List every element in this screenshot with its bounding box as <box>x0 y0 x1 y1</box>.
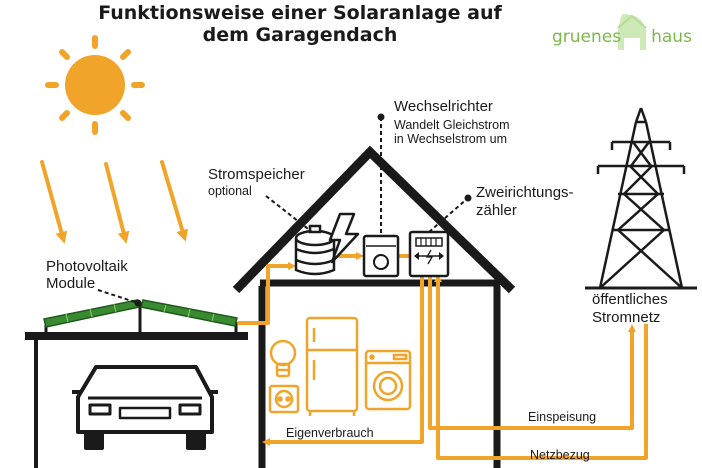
lightning-icon <box>328 212 360 264</box>
label-photovoltaik-line1: Photovoltaik <box>46 258 128 275</box>
logo-right: haus <box>651 27 692 47</box>
washer-icon <box>364 349 412 411</box>
label-wandelt-1: Wandelt Gleichstrom <box>394 118 510 132</box>
label-optional: optional <box>208 184 252 198</box>
label-einspeisung: Einspeisung <box>528 410 597 424</box>
house <box>232 145 516 468</box>
sun-icon <box>45 35 145 135</box>
label-netzbezug: Netzbezug <box>530 448 590 462</box>
fridge-icon <box>305 316 359 416</box>
label-wandelt-2: in Wechselstrom um <box>394 132 507 146</box>
car-icon <box>72 365 218 450</box>
label-stromspeicher: Stromspeicher <box>208 166 305 183</box>
logo-left: gruenes <box>552 27 622 47</box>
label-module: Module <box>46 275 96 292</box>
title-line-1: Funktionsweise einer Solaranlage auf <box>98 2 502 24</box>
label-zweirichtungs: Zweirichtungs- <box>476 184 574 201</box>
solar-panels <box>43 299 238 328</box>
zaehler-leader <box>428 197 469 233</box>
meter-icon <box>408 230 450 278</box>
page-title: Funktionsweise einer Solaranlage auf dem… <box>90 2 510 46</box>
label-stromnetz: Stromnetz <box>592 309 661 326</box>
logo: gruenes haus <box>552 27 692 47</box>
title-line-2: dem Garagendach <box>202 24 398 46</box>
label-eigenverbrauch: Eigenverbrauch <box>286 426 374 440</box>
socket-icon <box>268 384 300 414</box>
pv-leader <box>97 289 139 304</box>
battery-icon <box>294 224 336 276</box>
label-oeffentliches: öffentliches <box>592 291 668 308</box>
inverter-icon <box>362 234 400 278</box>
label-zaehler: zähler <box>476 202 517 219</box>
label-wechselrichter: Wechselrichter <box>394 98 493 115</box>
sun-ray-arrows <box>40 160 189 244</box>
stromspeicher-leader <box>265 195 313 233</box>
energy-flows <box>238 252 648 460</box>
bulb-icon <box>269 339 297 378</box>
house-leaf-icon <box>617 14 647 50</box>
label-photovoltaik: Photovoltaik Module <box>46 258 128 292</box>
garage <box>25 304 248 468</box>
pylon-icon <box>585 107 697 290</box>
